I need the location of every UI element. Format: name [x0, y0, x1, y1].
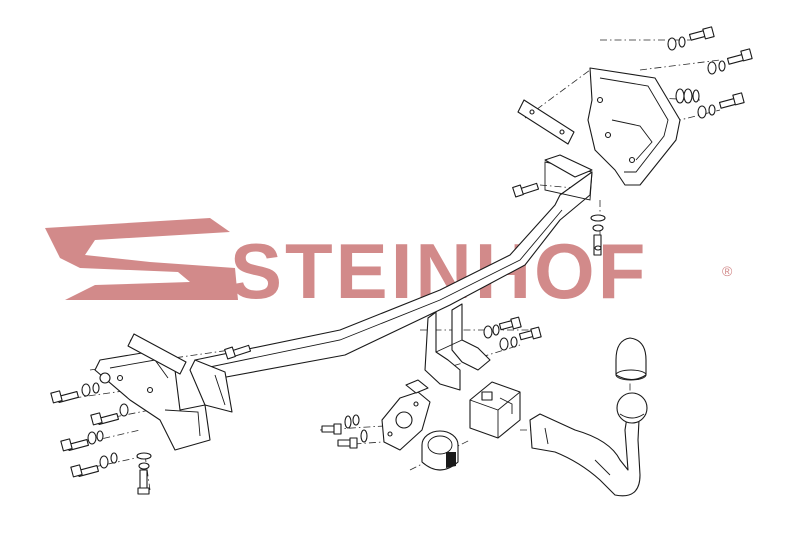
right-spacer-plate	[517, 99, 575, 145]
socket-bolts	[321, 414, 368, 449]
electrical-socket	[421, 430, 459, 471]
hex-bolt	[707, 48, 753, 75]
hex-bolt	[50, 372, 111, 404]
steinhof-watermark: STEINHOF ®	[45, 218, 733, 315]
hex-bolt	[321, 414, 360, 435]
washer-stack	[675, 88, 700, 104]
centre-bracket-bolts	[483, 316, 542, 351]
tow-ball	[616, 392, 648, 424]
towball-receiver-block	[469, 381, 521, 439]
beam-left-bolt	[224, 344, 252, 360]
hex-bolt	[697, 92, 745, 119]
socket-mounting-plate	[381, 379, 431, 451]
right-mounting-bracket	[587, 67, 681, 186]
registered-mark: ®	[722, 263, 733, 279]
tow-neck	[529, 397, 641, 497]
hex-bolt	[337, 429, 368, 449]
tow-ball-cap	[615, 337, 647, 381]
beam-right-nut-stack	[590, 214, 606, 256]
vertical-bolt-stack	[136, 452, 152, 495]
hex-bolt	[667, 26, 715, 51]
left-spacer-plate	[127, 333, 187, 375]
right-bracket-bolts	[667, 26, 753, 119]
hex-bolt	[483, 316, 522, 339]
main-cross-beam	[189, 154, 593, 413]
beam-right-bolt	[512, 182, 540, 198]
left-bracket-bolts	[50, 344, 252, 495]
hex-bolt	[70, 452, 118, 478]
hex-bolt	[60, 430, 104, 452]
hex-bolt	[499, 326, 542, 351]
hex-bolt	[90, 403, 129, 426]
ball-mount-bracket	[424, 303, 491, 391]
steinhof-logo-swoosh	[45, 218, 238, 300]
